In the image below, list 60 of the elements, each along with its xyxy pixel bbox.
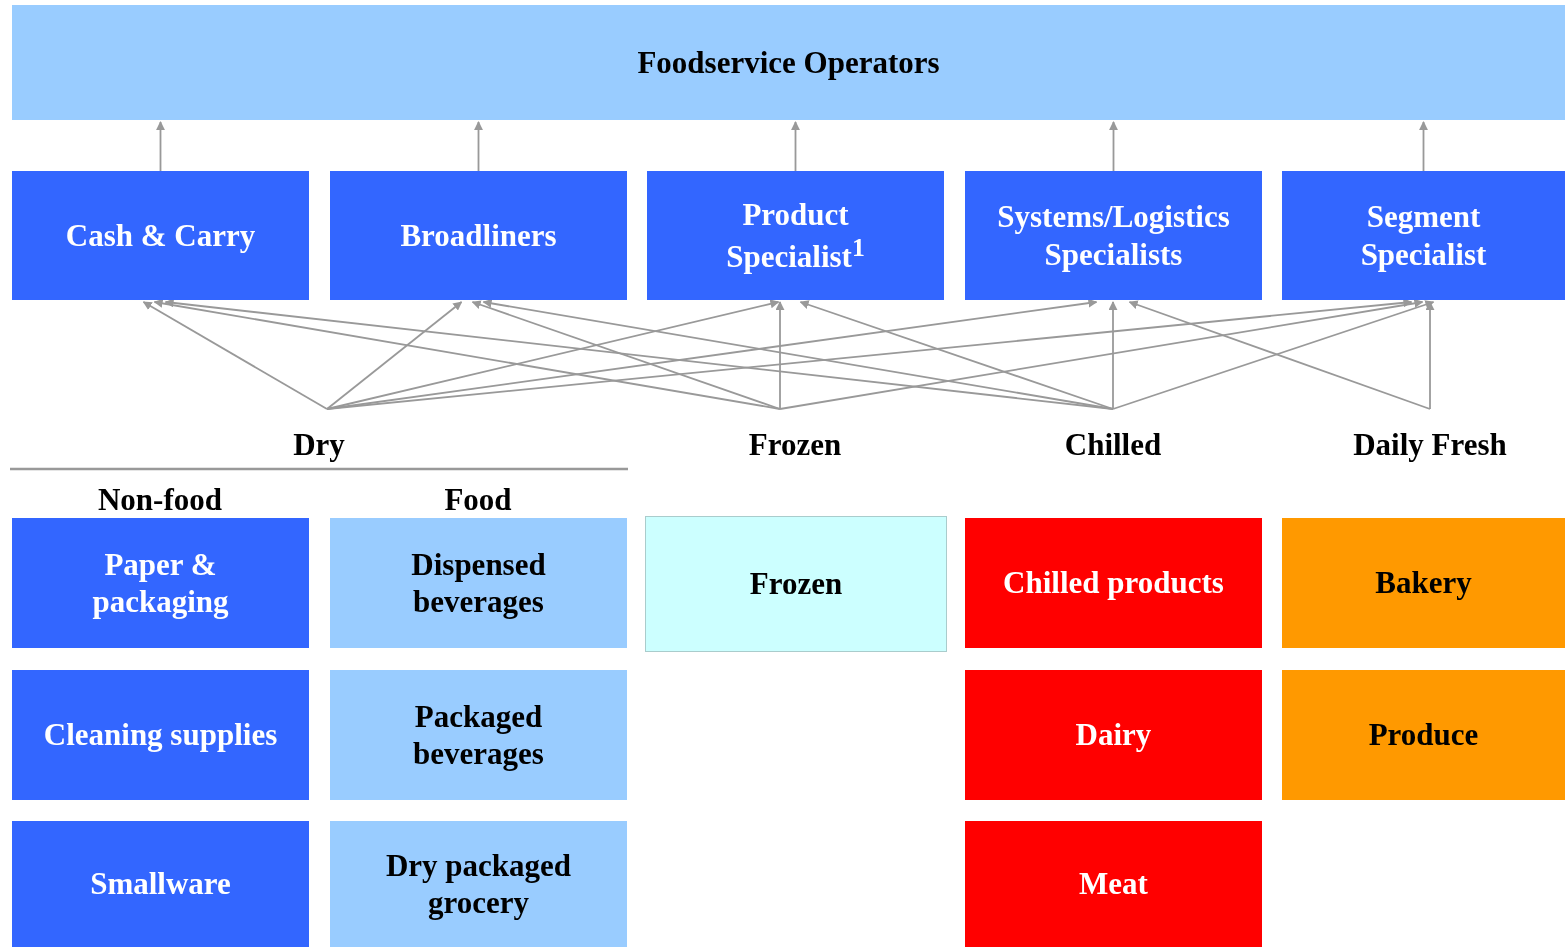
- product-box: [330, 821, 627, 947]
- product-box: [330, 518, 627, 648]
- arrow: [156, 121, 165, 172]
- channel-box: [647, 171, 944, 300]
- product-box: [645, 516, 947, 652]
- box-label: Broadliners: [400, 216, 557, 255]
- product-box: [965, 518, 1262, 648]
- box-label: Product Specialist$^{1}$: [725, 195, 866, 276]
- product-box: [12, 670, 309, 800]
- column-heading: Non-food: [97, 482, 223, 518]
- arrow: [779, 298, 1424, 410]
- category-label: Dry: [209, 409, 429, 465]
- box-label: Produce: [1368, 716, 1479, 754]
- box-label: Dry packaged grocery: [384, 846, 573, 922]
- column-heading: Food: [443, 482, 513, 518]
- arrow: [326, 298, 1413, 410]
- product-box: [965, 670, 1262, 800]
- arrow: [1425, 301, 1435, 410]
- box-label: Dairy: [1075, 716, 1152, 754]
- arrow: [326, 301, 463, 410]
- arrow: [1419, 121, 1428, 172]
- arrow: [1108, 301, 1118, 410]
- arrow: [482, 298, 1114, 410]
- product-box: [1282, 518, 1565, 648]
- box-label: Cleaning supplies: [43, 716, 278, 754]
- channel-box: [330, 171, 627, 300]
- box-label: Dispensed beverages: [410, 545, 547, 621]
- product-box: [12, 821, 309, 947]
- box-label: Packaged beverages: [412, 697, 545, 773]
- box-label: Foodservice Operators: [637, 43, 940, 82]
- box-label: Cash & Carry: [65, 216, 256, 255]
- box-label: Segment Specialist: [1359, 198, 1488, 273]
- arrow: [775, 301, 785, 410]
- arrow: [799, 300, 1114, 410]
- product-box: [12, 518, 309, 648]
- header-bar: [12, 5, 1565, 120]
- arrow: [153, 298, 781, 410]
- channel-box: [12, 171, 309, 300]
- arrow: [326, 299, 780, 410]
- category-label: Frozen: [685, 409, 905, 465]
- product-box: [1282, 670, 1565, 800]
- arrow: [474, 121, 483, 172]
- channel-box: [965, 171, 1262, 300]
- product-box: [330, 670, 627, 800]
- category-label: Daily Fresh: [1320, 409, 1540, 465]
- box-label: Smallware: [90, 865, 231, 903]
- channel-box: [1282, 171, 1565, 300]
- box-label: Bakery: [1375, 564, 1472, 602]
- arrow: [791, 121, 800, 172]
- arrow: [471, 300, 781, 410]
- box-label: Frozen: [749, 565, 843, 603]
- box-label: Systems/Logistics Specialists: [996, 198, 1231, 273]
- arrow: [1109, 121, 1118, 172]
- box-label: Chilled products: [1003, 564, 1224, 602]
- product-box: [965, 821, 1262, 947]
- arrow: [142, 301, 328, 410]
- box-label: Paper & packaging: [91, 545, 230, 621]
- category-label: Chilled: [1003, 409, 1223, 465]
- box-label: Meat: [1079, 865, 1148, 903]
- arrow: [164, 298, 1114, 410]
